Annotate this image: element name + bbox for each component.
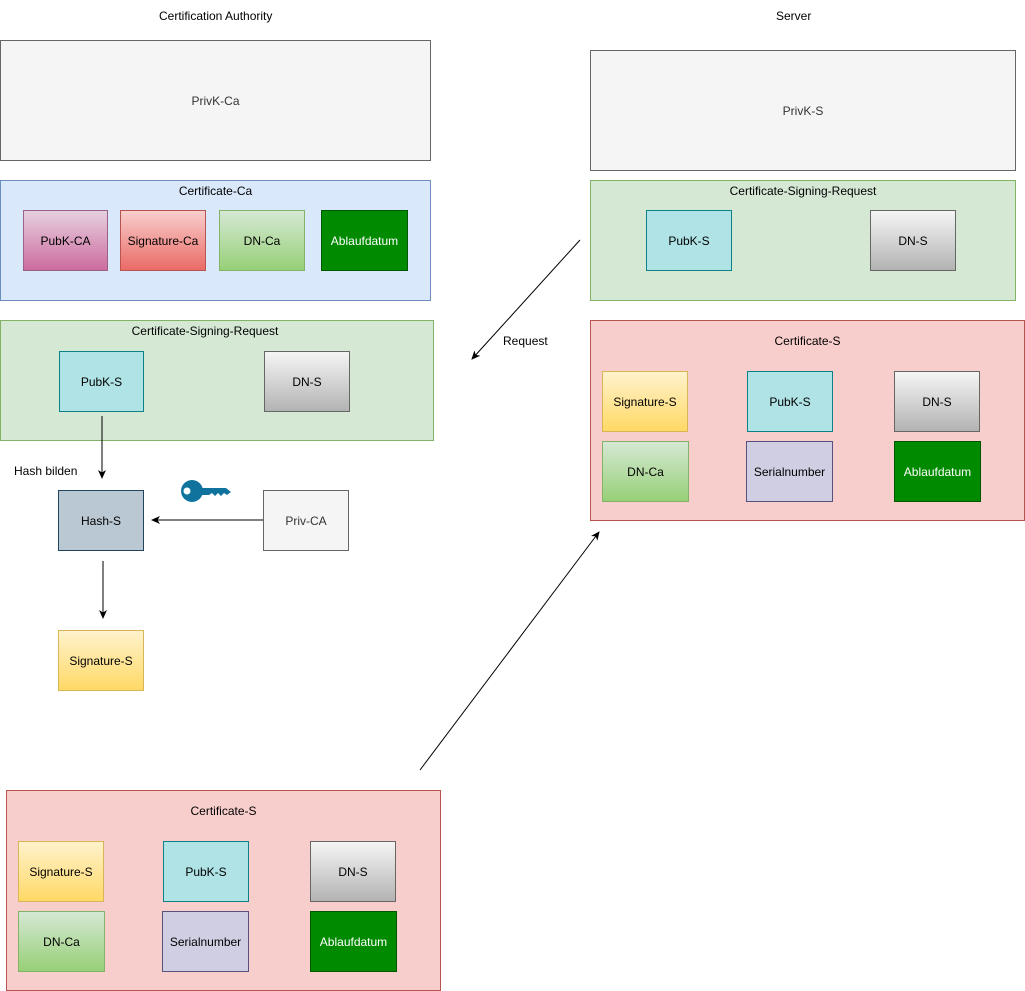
ca-csr-dn-s: DN-S [264, 351, 350, 412]
server-certificate-title: Certificate-S [774, 334, 841, 348]
ca-private-key-box: PrivK-Ca [0, 40, 431, 161]
issued-cert-serialnumber: Serialnumber [162, 911, 249, 972]
issued-cert-signature-s: Signature-S [18, 841, 104, 902]
server-csr-panel: Certificate-Signing-Request PubK-S DN-S [590, 180, 1016, 301]
heading-certification-authority: Certification Authority [159, 9, 273, 23]
ca-cert-signature-ca: Signature-Ca [120, 210, 206, 271]
hash-bilden-label: Hash bilden [14, 464, 78, 478]
signature-s-box: Signature-S [58, 630, 144, 691]
key-icon [181, 480, 231, 502]
ca-private-key-label: PrivK-Ca [191, 93, 240, 108]
server-cert-dn-s: DN-S [894, 371, 980, 432]
hash-s-box: Hash-S [58, 490, 144, 551]
server-cert-ablaufdatum: Ablaufdatum [894, 441, 981, 502]
request-arrow [471, 239, 581, 360]
server-cert-dn-ca: DN-Ca [602, 441, 689, 502]
server-csr-title: Certificate-Signing-Request [729, 184, 877, 198]
ca-csr-pubk-s: PubK-S [59, 351, 144, 412]
server-csr-dn-s: DN-S [870, 210, 956, 271]
server-cert-serialnumber: Serialnumber [746, 441, 833, 502]
ca-csr-panel: Certificate-Signing-Request PubK-S DN-S [0, 320, 434, 441]
request-label: Request [503, 334, 548, 348]
server-private-key-box: PrivK-S [590, 50, 1016, 171]
heading-server: Server [776, 9, 812, 23]
server-private-key-label: PrivK-S [782, 103, 824, 118]
server-certificate-panel: Certificate-S Signature-S PubK-S DN-S DN… [590, 320, 1025, 521]
ca-certificate-panel: Certificate-Ca PubK-CA Signature-Ca DN-C… [0, 180, 431, 301]
ca-cert-ablaufdatum: Ablaufdatum [321, 210, 408, 271]
issued-cert-dn-s: DN-S [310, 841, 396, 902]
issued-cert-ablaufdatum: Ablaufdatum [310, 911, 397, 972]
issued-certificate-title: Certificate-S [190, 804, 257, 818]
issued-cert-dn-ca: DN-Ca [18, 911, 105, 972]
issued-certificate-panel: Certificate-S Signature-S PubK-S DN-S DN… [6, 790, 441, 991]
ca-cert-dn-ca: DN-Ca [219, 210, 305, 271]
issue-certificate-arrow [419, 531, 600, 771]
ca-cert-pubk-ca: PubK-CA [23, 210, 108, 271]
ca-certificate-title: Certificate-Ca [178, 184, 253, 198]
priv-ca-box: Priv-CA [263, 490, 349, 551]
server-cert-pubk-s: PubK-S [747, 371, 833, 432]
server-cert-signature-s: Signature-S [602, 371, 688, 432]
server-csr-pubk-s: PubK-S [646, 210, 732, 271]
issued-cert-pubk-s: PubK-S [163, 841, 249, 902]
ca-csr-title: Certificate-Signing-Request [131, 324, 279, 338]
